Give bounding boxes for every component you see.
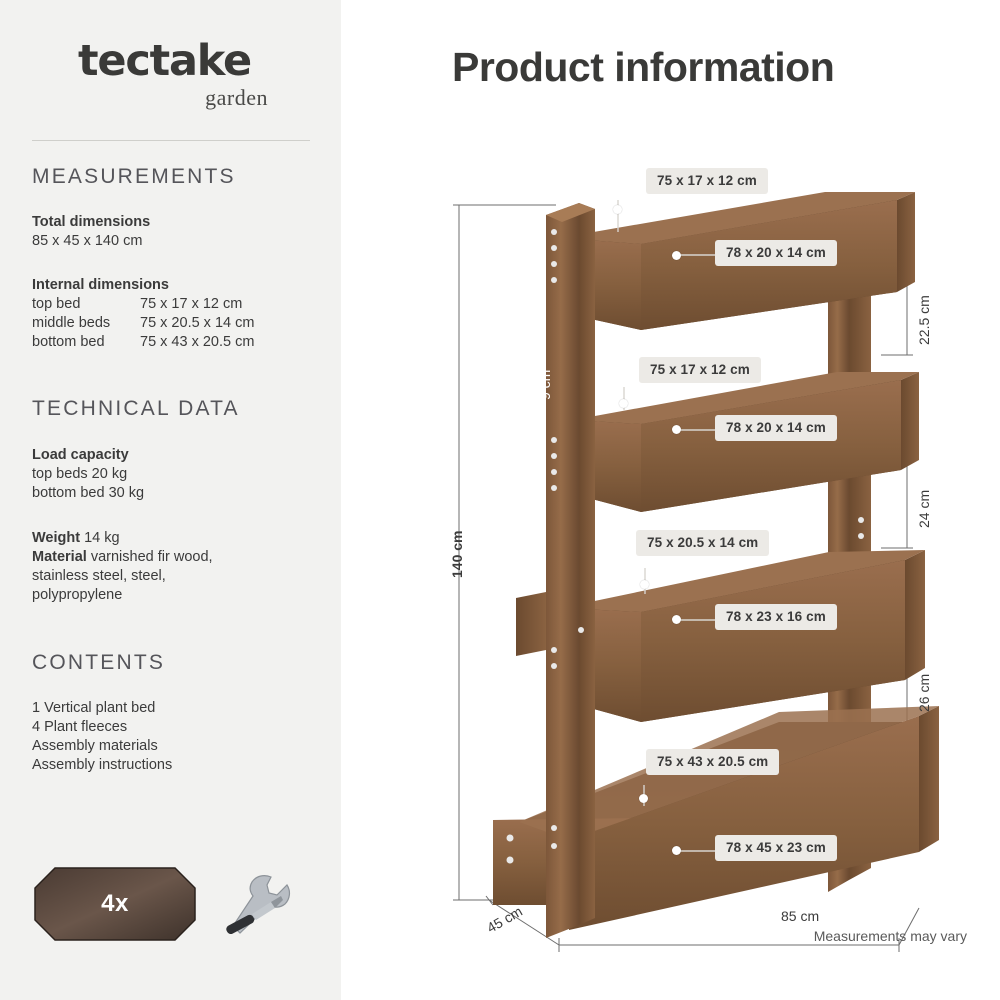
brand-name: tectake xyxy=(78,36,252,86)
callout-bottom-inner: 75 x 43 x 20.5 cm xyxy=(646,749,780,775)
callout-third-outer: 78 x 23 x 16 cm xyxy=(715,604,837,630)
internal-row-bottom: bottom bed 75 x 43 x 20.5 cm xyxy=(32,333,254,352)
callout-dot xyxy=(619,399,628,408)
internal-row-middle: middle beds 75 x 20.5 x 14 cm xyxy=(32,314,254,333)
internal-row-top-key: top bed xyxy=(32,296,81,312)
material-line-2: stainless steel, steel, xyxy=(32,568,166,584)
total-dimensions-value: 85 x 45 x 140 cm xyxy=(32,233,143,249)
weight-value: 14 kg xyxy=(84,530,120,546)
callout-top-inner: 75 x 17 x 12 cm xyxy=(646,168,768,194)
internal-row-top: top bed 75 x 17 x 12 cm xyxy=(32,295,254,314)
total-dimensions-block: Total dimensions 85 x 45 x 140 cm xyxy=(32,213,150,251)
internal-dimensions-block: Internal dimensions top bed 75 x 17 x 12… xyxy=(32,276,254,352)
load-capacity-top: top beds 20 kg xyxy=(32,466,128,482)
contents-icon-group: 4x xyxy=(33,866,313,944)
contents-item: Assembly instructions xyxy=(32,757,173,773)
material-line-3: polypropylene xyxy=(32,587,123,603)
callout-dot xyxy=(672,846,681,855)
callout-third-inner: 75 x 20.5 x 14 cm xyxy=(636,530,770,556)
internal-row-bottom-key: bottom bed xyxy=(32,334,105,350)
fleece-mat-icon xyxy=(33,866,197,942)
total-dimensions-label: Total dimensions xyxy=(32,214,151,230)
screwdriver-icon xyxy=(226,896,283,935)
callout-dot xyxy=(613,205,622,214)
callout-second-outer: 78 x 20 x 14 cm xyxy=(715,415,837,441)
screw-dots xyxy=(506,229,864,864)
product-illustration: 75 x 17 x 12 cm 78 x 20 x 14 cm 75 x 17 … xyxy=(341,0,1000,1000)
material-label: Material xyxy=(32,549,87,565)
internal-row-bottom-value: 75 x 43 x 20.5 cm xyxy=(140,334,255,350)
callout-top-outer: 78 x 20 x 14 cm xyxy=(715,240,837,266)
material-value: varnished fir wood, xyxy=(90,549,213,565)
dim-spacing-2: 24 cm xyxy=(916,489,932,528)
page-title: Product information xyxy=(452,44,835,90)
callout-dot xyxy=(672,615,681,624)
internal-row-middle-value: 75 x 20.5 x 14 cm xyxy=(140,315,255,331)
internal-dimensions-label: Internal dimensions xyxy=(32,277,169,293)
tools-icon-group xyxy=(219,872,309,938)
dim-total-height: 140 cm xyxy=(449,530,465,578)
callout-dot xyxy=(639,794,648,803)
measurements-heading: MEASUREMENTS xyxy=(32,165,236,188)
post-bracket xyxy=(516,592,546,656)
callout-dot xyxy=(672,251,681,260)
load-capacity-bottom: bottom bed 30 kg xyxy=(32,485,145,501)
technical-data-heading: TECHNICAL DATA xyxy=(32,397,240,420)
internal-row-top-value: 75 x 17 x 12 cm xyxy=(140,296,243,312)
contents-list: 1 Vertical plant bed 4 Plant fleeces Ass… xyxy=(32,699,172,775)
weight-label: Weight xyxy=(32,530,81,546)
contents-heading: CONTENTS xyxy=(32,651,166,674)
product-drawing xyxy=(453,192,939,952)
weight-material-block: Weight 14 kg Material varnished fir wood… xyxy=(32,529,213,605)
callout-dot xyxy=(640,580,649,589)
brand-logo: tectake garden xyxy=(78,40,318,111)
contents-item: 4 Plant fleeces xyxy=(32,719,128,735)
left-info-panel xyxy=(0,0,341,1000)
bed-third xyxy=(561,550,925,722)
dim-spacing-1: 22.5 cm xyxy=(916,295,932,345)
dim-width: 85 cm xyxy=(781,908,820,924)
measurements-footnote: Measurements may vary xyxy=(813,928,967,944)
divider xyxy=(32,140,310,141)
dim-gap-height: 9 cm xyxy=(537,369,553,400)
contents-item: Assembly materials xyxy=(32,738,158,754)
contents-item: 1 Vertical plant bed xyxy=(32,700,156,716)
callout-second-inner: 75 x 17 x 12 cm xyxy=(639,357,761,383)
callout-bottom-outer: 78 x 45 x 23 cm xyxy=(715,835,837,861)
load-capacity-label: Load capacity xyxy=(32,447,129,463)
load-capacity-block: Load capacity top beds 20 kg bottom bed … xyxy=(32,446,144,503)
fleece-count-label: 4x xyxy=(101,890,129,917)
brand-sub: garden xyxy=(205,85,268,110)
callout-dot xyxy=(672,425,681,434)
internal-row-middle-key: middle beds xyxy=(32,315,111,331)
dim-spacing-3: 26 cm xyxy=(916,673,932,712)
frame-post-left xyxy=(546,203,595,938)
